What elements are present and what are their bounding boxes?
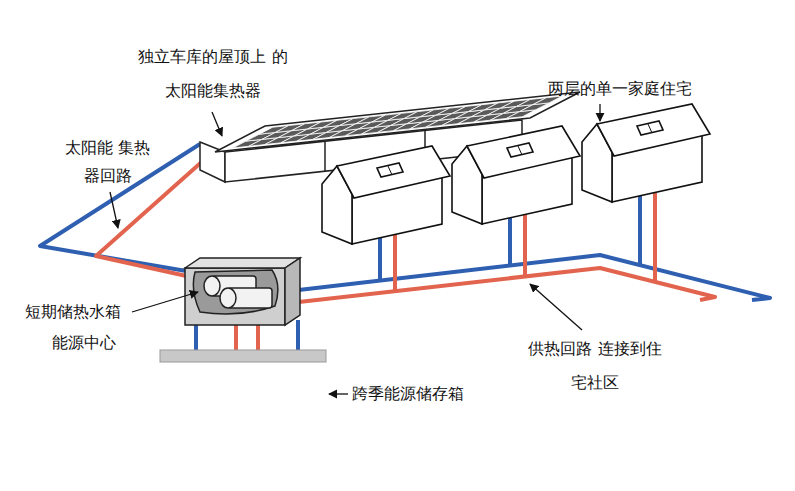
storage-tube	[226, 362, 230, 468]
storage-tube	[256, 362, 260, 468]
leader-line	[212, 112, 222, 136]
houses	[322, 104, 710, 244]
riser-cold	[378, 238, 382, 281]
house-skylight	[637, 121, 663, 135]
solar-loop-cold	[40, 144, 200, 272]
storage-tube	[246, 362, 250, 468]
storage-tube	[296, 362, 300, 468]
callout-label: 供热回路 连接到住宅社区	[526, 332, 664, 400]
tank-cylinder	[204, 276, 272, 308]
storage-tube	[206, 362, 210, 468]
house-roof	[337, 146, 450, 198]
leader-line	[110, 192, 118, 228]
house-roof	[597, 104, 710, 156]
house	[452, 126, 580, 224]
house	[322, 146, 450, 244]
storage-tube	[186, 362, 190, 468]
storage-tube	[216, 362, 220, 468]
storage-tube	[316, 362, 320, 468]
skylight-bar	[388, 166, 392, 175]
riser-hot	[653, 193, 657, 282]
energy-centre	[185, 258, 300, 325]
leader-line	[132, 292, 198, 312]
riser-hot	[393, 234, 397, 291]
storage-tube	[196, 362, 200, 468]
seasonal-storage	[160, 350, 326, 468]
garage	[200, 92, 580, 182]
leader-line	[599, 104, 600, 121]
callout-label: 能源中心	[52, 333, 142, 353]
riser-cold	[508, 218, 512, 266]
house	[582, 104, 710, 202]
storage-tube	[176, 362, 180, 468]
callout-label: 独立车库的屋顶上 的太阳能集热器	[138, 40, 288, 108]
leader-line	[329, 393, 348, 394]
riser-cold	[638, 196, 642, 265]
house-skylight	[507, 143, 533, 157]
storage-tube	[236, 362, 240, 468]
storage-tube	[306, 362, 310, 468]
storage-tube	[266, 362, 270, 468]
storage-pipe-cold	[296, 320, 300, 352]
house-skylight	[377, 163, 403, 177]
callout-label: 太阳能 集热器回路	[60, 134, 155, 190]
leader-line	[530, 284, 582, 330]
skylight-bar	[518, 146, 522, 155]
supply-hot-main	[290, 268, 715, 303]
garage-bay-divider	[324, 141, 326, 171]
storage-tube	[166, 362, 170, 468]
skylight-bar	[648, 124, 652, 133]
callout-label: 两层的单一家庭住宅	[548, 78, 723, 100]
callout-label: 短期储热水箱	[25, 302, 137, 322]
storage-tube	[276, 362, 280, 468]
riser-hot	[523, 215, 527, 277]
callout-label: 跨季能源储存箱	[352, 384, 487, 404]
storage-tube	[286, 362, 290, 468]
house-roof	[467, 126, 580, 178]
